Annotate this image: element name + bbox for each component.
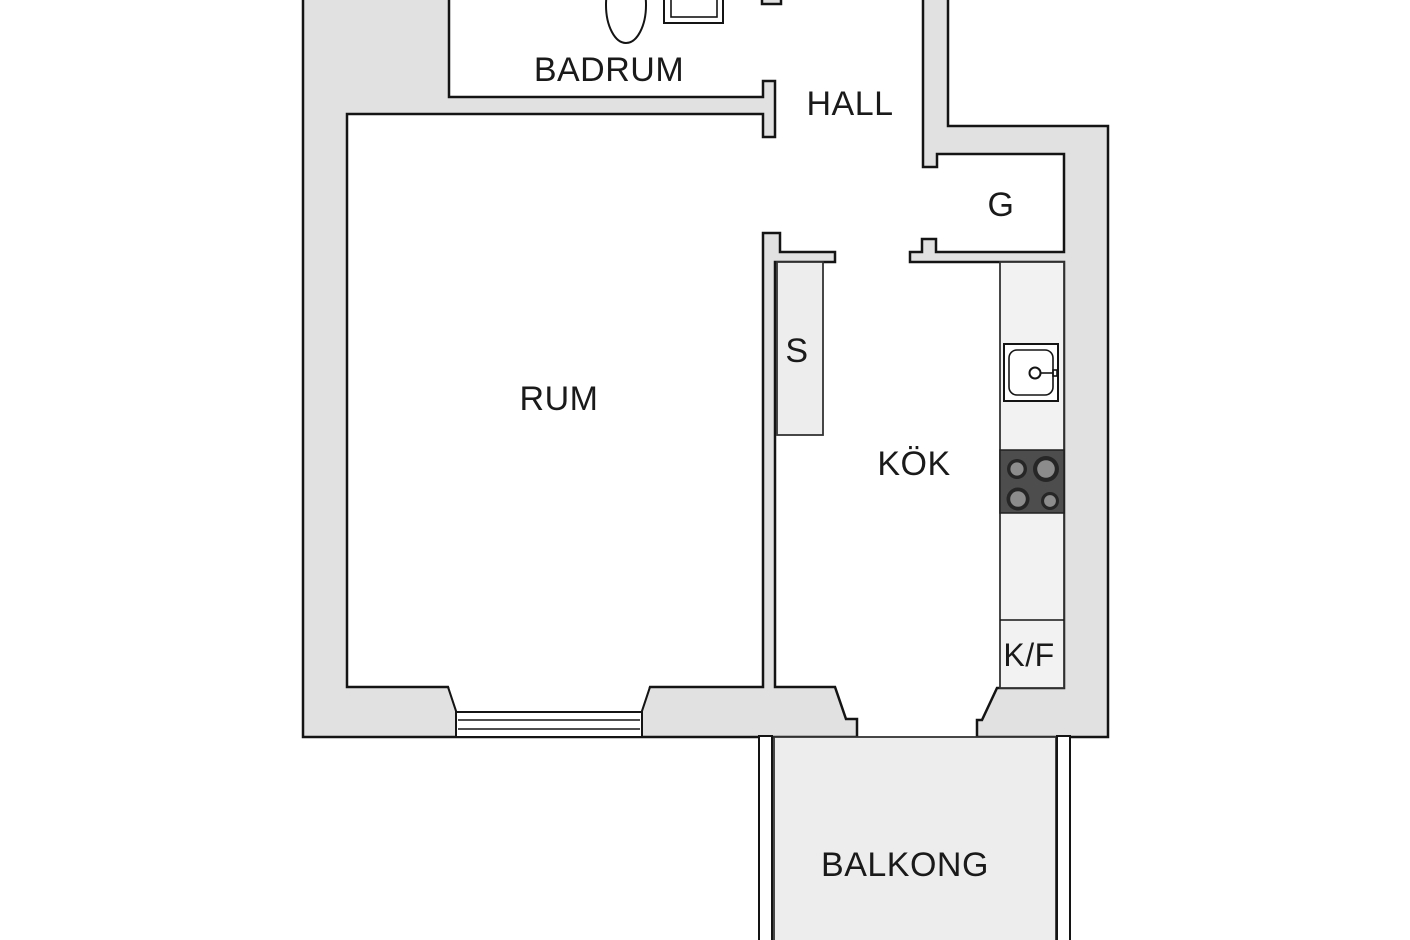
room-label-badrum: BADRUM xyxy=(534,51,684,89)
room-label-rum: RUM xyxy=(520,380,599,418)
balcony-floor xyxy=(773,736,1057,940)
wall-left-network xyxy=(301,0,859,739)
room-label-kok: KÖK xyxy=(877,445,950,483)
window-icon xyxy=(447,683,651,738)
wall-right-network xyxy=(908,0,1110,739)
room-label-hall: HALL xyxy=(806,85,893,123)
wardrobe-closet xyxy=(776,261,824,436)
wall-stub-bathroom-door xyxy=(760,0,783,6)
bathroom-sink-icon xyxy=(663,0,724,24)
toilet-icon xyxy=(605,0,647,44)
balcony-railing-right xyxy=(1056,735,1071,940)
kitchen-sink-icon xyxy=(1003,343,1059,402)
room-label-skap: S xyxy=(785,332,808,370)
room-label-kyl-frys: K/F xyxy=(1003,637,1054,673)
balcony xyxy=(758,735,1071,940)
balcony-railing-left xyxy=(758,735,773,940)
room-label-garderob: G xyxy=(988,186,1015,224)
stove-icon xyxy=(999,449,1065,514)
room-label-balkong: BALKONG xyxy=(821,846,989,884)
